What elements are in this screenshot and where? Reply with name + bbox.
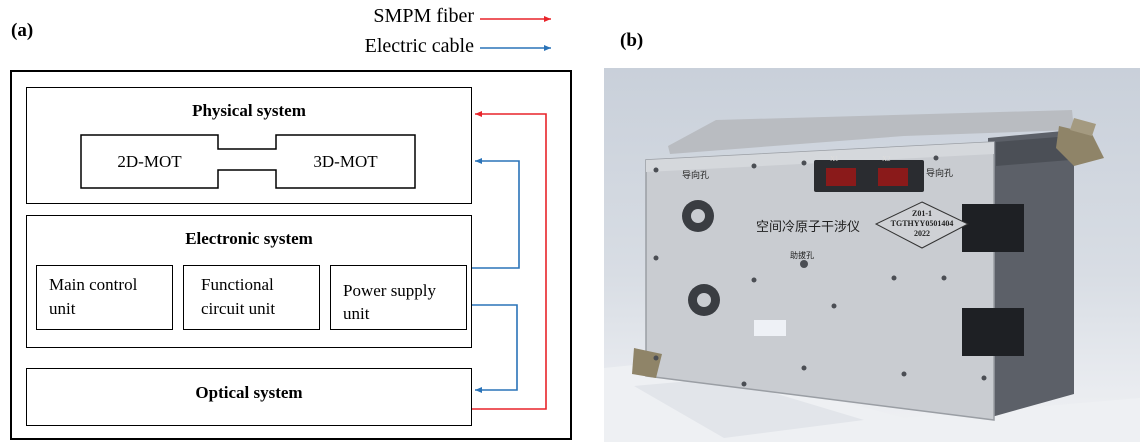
vacuum-chamber-outline — [80, 134, 416, 189]
optical-system-box — [26, 368, 472, 426]
cable-electronic-to-optical — [472, 304, 518, 393]
connector-x1-text: X1 — [830, 155, 839, 163]
functional-circuit-unit-line2: circuit unit — [201, 299, 276, 318]
guide-hole-left-text: 导向孔 — [682, 171, 710, 181]
panel-b-label: (b) — [620, 30, 644, 51]
main-control-unit-box — [36, 265, 173, 330]
device-photo: 导向孔 导向孔 X1 X2 空间冷原子干涉仪 Z01-1 TGTHYY05014… — [604, 68, 1140, 442]
device-drawing — [604, 110, 1140, 442]
physical-system-box — [26, 87, 472, 204]
serial-plate: Z01-1 TGTHYY0501404 2022 — [876, 209, 968, 239]
device-name-text: 空间冷原子干涉仪 — [756, 220, 861, 235]
assist-hole-text: 助拔孔 — [790, 251, 814, 260]
plate-line2: TGTHYY0501404 — [890, 219, 954, 228]
diagram-lines — [80, 16, 551, 410]
main-control-unit-line2: unit — [49, 299, 76, 318]
electronic-system-title: Electronic system — [185, 229, 313, 248]
functional-circuit-unit-line1: Functional — [201, 275, 274, 294]
cable-electronic-to-physical — [472, 158, 520, 269]
plate-line1: Z01-1 — [912, 209, 932, 218]
main-control-unit-line1: Main control — [49, 275, 138, 294]
legend-cable-label: Electric cable — [364, 35, 474, 57]
power-supply-unit-line1: Power supply — [343, 281, 437, 300]
physical-system-title: Physical system — [192, 101, 306, 120]
3d-mot-label: 3D-MOT — [313, 152, 378, 171]
plate-line3: 2022 — [914, 229, 930, 238]
optical-system-title: Optical system — [195, 383, 303, 402]
fiber-connection — [472, 111, 547, 410]
power-supply-unit-line2: unit — [343, 304, 370, 323]
panel-a-label: (a) — [11, 20, 34, 41]
functional-circuit-unit-box — [183, 265, 320, 330]
connector-x2-text: X2 — [882, 155, 891, 163]
legend-fiber-label: SMPM fiber — [373, 5, 474, 27]
guide-hole-right-text: 导向孔 — [926, 169, 954, 179]
power-supply-unit-box — [330, 265, 467, 330]
2d-mot-label: 2D-MOT — [117, 152, 182, 171]
